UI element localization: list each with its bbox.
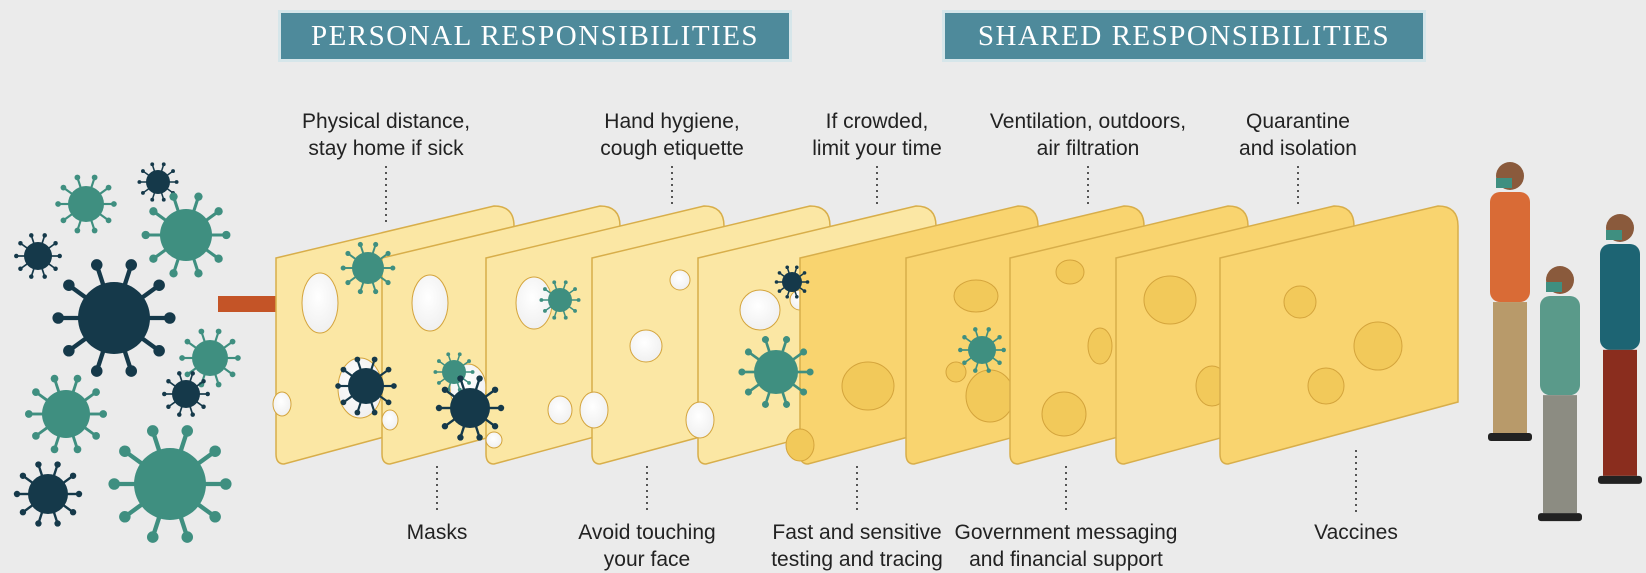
- virus-icon: [52, 259, 176, 377]
- label-testing-tracing: Fast and sensitive testing and tracing: [771, 521, 943, 571]
- label-avoid-touching-face: Avoid touching your face: [578, 521, 716, 571]
- label-if-crowded: If crowded, limit your time: [812, 110, 942, 160]
- virus-icon: [539, 280, 581, 320]
- virus-icon: [141, 192, 231, 278]
- label-masks: Masks: [406, 521, 468, 544]
- connector-lines: [385, 166, 1357, 512]
- cheese-slice-layer: [1219, 205, 1459, 465]
- virus-icon: [340, 241, 396, 295]
- person-figure: [1488, 162, 1532, 442]
- virus-cluster: [13, 162, 241, 543]
- label-quarantine: Quarantine and isolation: [1239, 110, 1357, 160]
- virus-icon: [24, 374, 108, 454]
- label-vaccines: Vaccines: [1314, 521, 1398, 544]
- virus-icon: [14, 233, 62, 279]
- virus-icon: [335, 356, 397, 416]
- label-ventilation: Ventilation, outdoors, air filtration: [989, 110, 1187, 160]
- virus-icon: [108, 425, 232, 543]
- label-hand-hygiene: Hand hygiene, cough etiquette: [600, 110, 744, 160]
- virus-icon: [13, 461, 83, 527]
- people-group: [1488, 162, 1642, 522]
- virus-icon: [137, 162, 179, 202]
- virus-icon: [738, 336, 814, 408]
- label-physical-distance: Physical distance, stay home if sick: [301, 110, 471, 160]
- virus-icon: [55, 174, 117, 234]
- person-figure: [1538, 266, 1582, 522]
- virus-icon: [774, 265, 810, 299]
- virus-icon: [958, 327, 1006, 373]
- virus-icon: [162, 371, 210, 417]
- virus-icon: [435, 375, 505, 441]
- label-government-messaging: Government messaging and financial suppo…: [954, 521, 1178, 571]
- personal-responsibilities-banner: PERSONAL RESPONSIBILITIES: [278, 10, 792, 62]
- shared-responsibilities-banner: SHARED RESPONSIBILITIES: [942, 10, 1426, 62]
- cheese-layers: [272, 205, 1459, 465]
- virus-icon: [179, 328, 241, 388]
- person-figure: [1598, 214, 1642, 484]
